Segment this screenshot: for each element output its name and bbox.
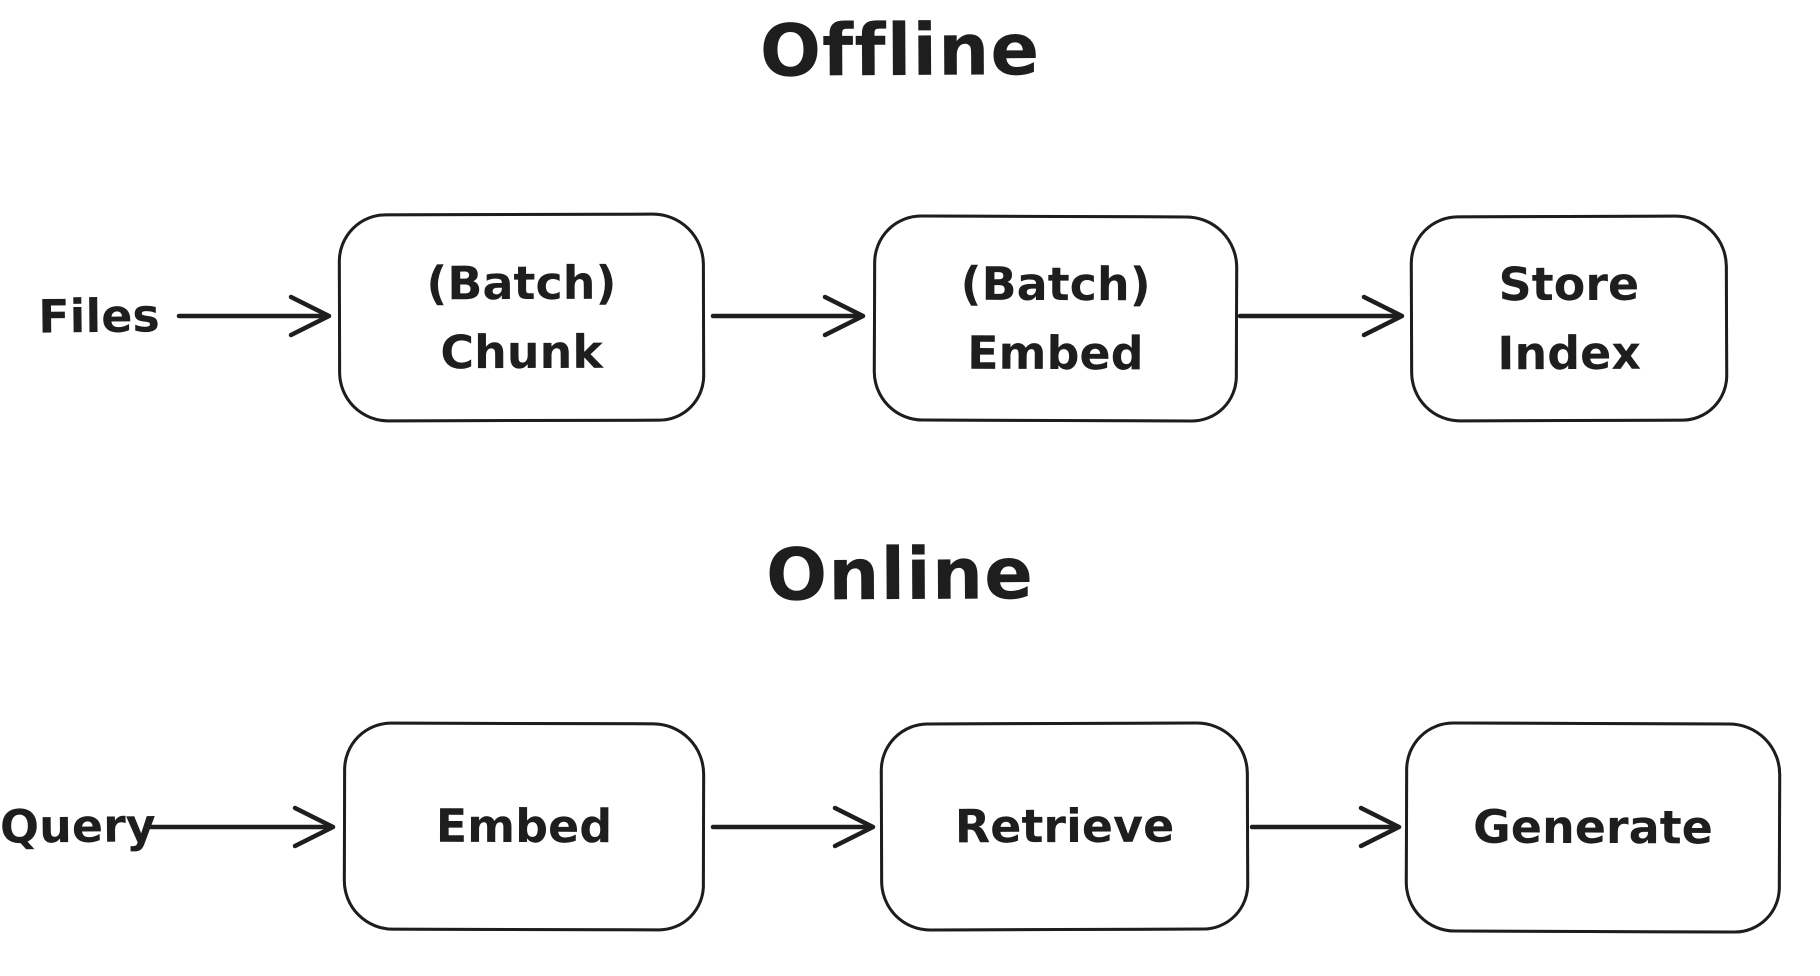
node-generate-label: Generate: [1472, 799, 1714, 855]
arrow-query-to-embed: [148, 805, 336, 849]
section-title-online: Online: [765, 531, 1035, 617]
node-batch-embed-label: (Batch) Embed: [960, 256, 1151, 380]
arrow-embed-to-retrieve: [710, 805, 876, 849]
arrow-retrieve-to-generate: [1249, 805, 1402, 849]
node-store-index-label: Store Index: [1497, 256, 1642, 380]
arrow-batch-chunk-to-batch-embed: [710, 294, 866, 338]
input-label-query: Query: [0, 798, 157, 854]
input-label-files: Files: [37, 288, 161, 344]
arrow-files-to-batch-chunk: [176, 294, 332, 338]
node-embed-label: Embed: [435, 798, 613, 854]
node-store-index: Store Index: [1409, 214, 1729, 423]
node-retrieve: Retrieve: [879, 721, 1250, 932]
node-generate: Generate: [1404, 721, 1782, 934]
node-retrieve-label: Retrieve: [954, 798, 1175, 854]
node-embed: Embed: [342, 721, 706, 932]
section-title-offline: Offline: [759, 7, 1041, 93]
node-batch-chunk-label: (Batch) Chunk: [426, 255, 617, 379]
node-batch-chunk: (Batch) Chunk: [337, 212, 706, 423]
arrow-batch-embed-to-store-index: [1237, 294, 1405, 338]
node-batch-embed: (Batch) Embed: [872, 214, 1239, 423]
